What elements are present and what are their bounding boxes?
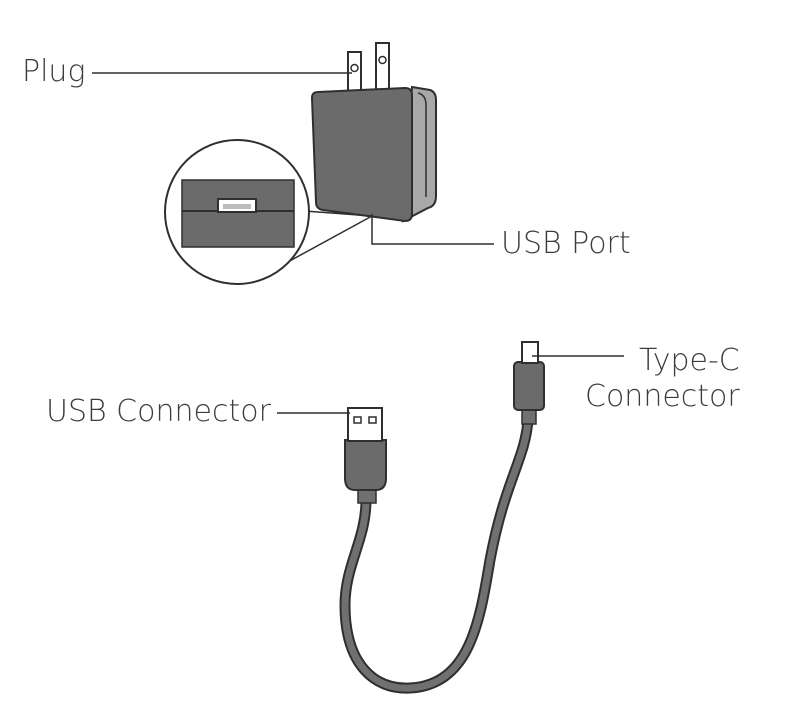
usb-a-connector bbox=[344, 407, 387, 504]
type-c-connector bbox=[513, 341, 545, 425]
leader-lines bbox=[92, 72, 624, 414]
type-c-label-line2: Connector bbox=[585, 379, 740, 414]
usb-connector-label: USB Connector bbox=[46, 394, 271, 429]
wall-adapter bbox=[310, 42, 437, 223]
usb-port-label: USB Port bbox=[501, 226, 631, 261]
plug-label: Plug bbox=[22, 54, 86, 89]
usb-cable bbox=[339, 341, 545, 694]
adapter-front-face bbox=[310, 86, 413, 223]
usb-port-leader bbox=[371, 214, 494, 245]
type-c-connector-label: Type-C Connector bbox=[585, 343, 740, 415]
type-c-label-line1: Type-C bbox=[639, 343, 740, 378]
usb-port-magnifier bbox=[164, 139, 373, 285]
